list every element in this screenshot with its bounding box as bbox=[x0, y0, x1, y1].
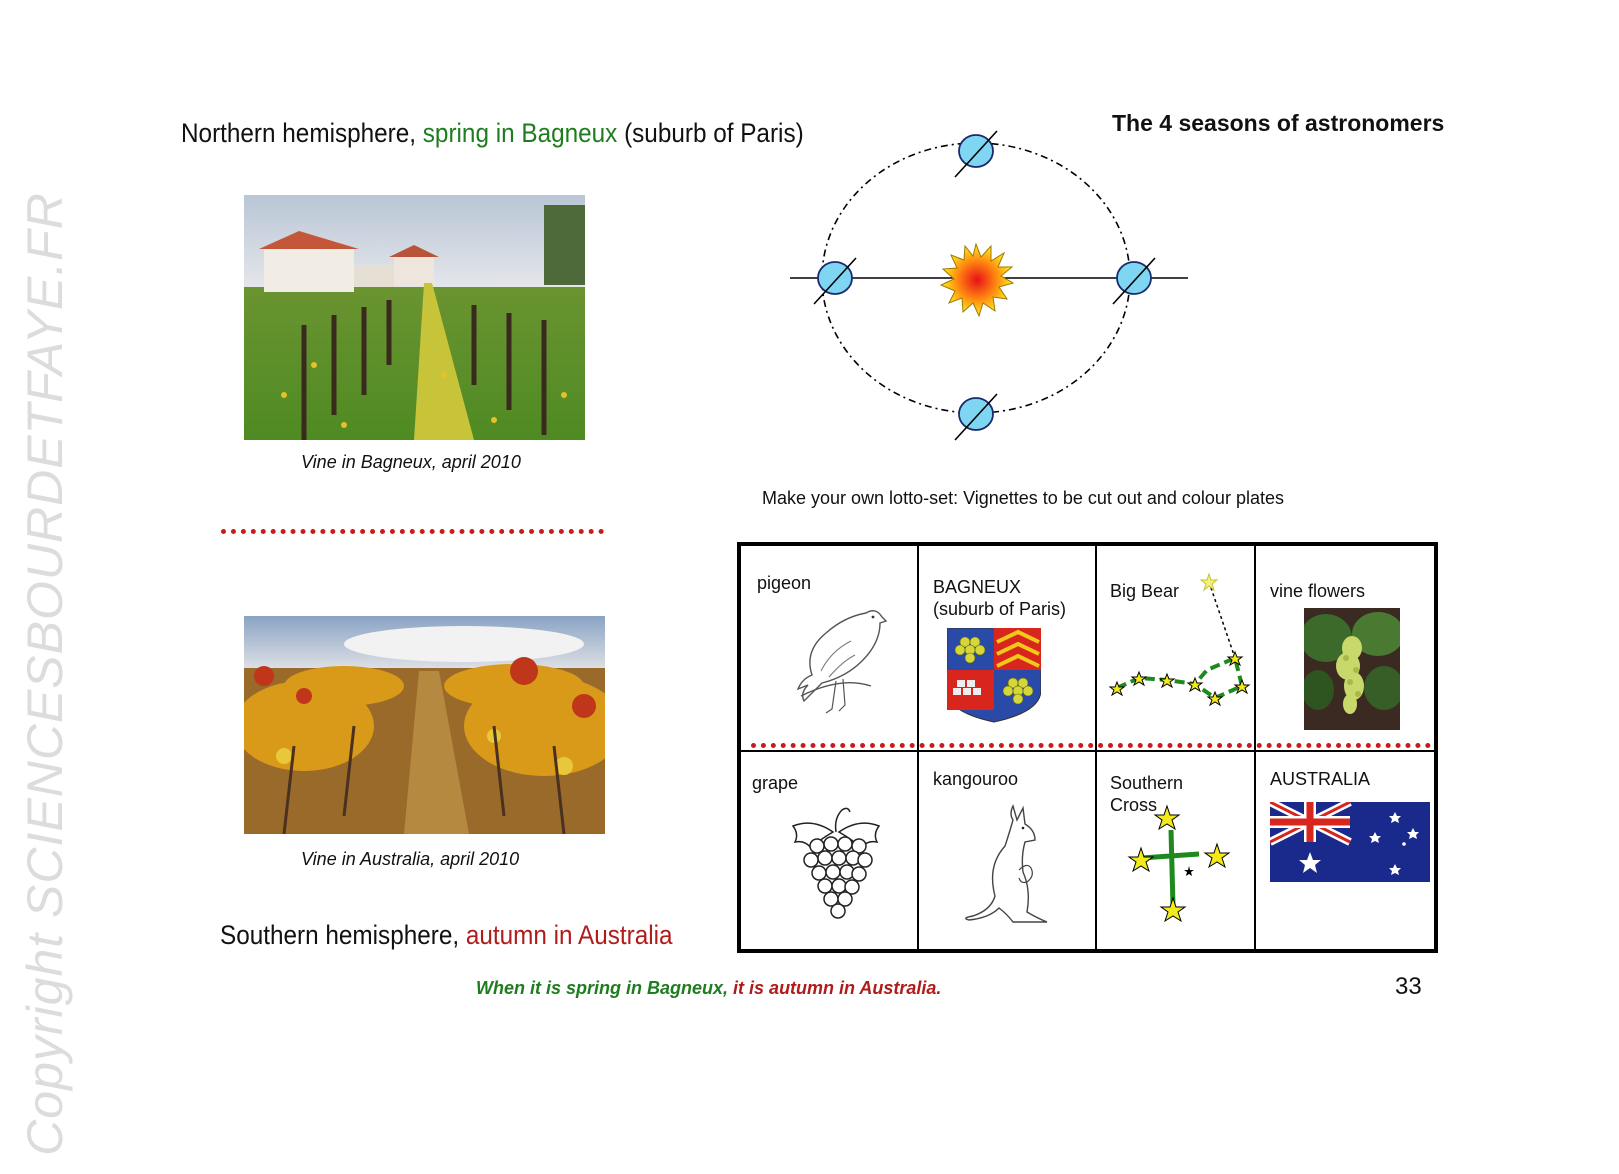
grape-icon bbox=[791, 807, 881, 919]
cut-line bbox=[751, 743, 1431, 748]
orbit-diagram bbox=[790, 130, 1188, 441]
sun-icon bbox=[939, 242, 1015, 318]
north-heading-prefix: Northern hemisphere, bbox=[181, 118, 423, 148]
footer-comma: , bbox=[723, 978, 734, 998]
south-heading: Southern hemisphere, autumn in Australia bbox=[220, 920, 673, 951]
lotto-note: Make your own lotto-set: Vignettes to be… bbox=[762, 488, 1284, 508]
lotto-label: grape bbox=[752, 773, 799, 793]
cut-line bbox=[221, 529, 604, 534]
lotto-label: kangouroo bbox=[933, 769, 1019, 789]
lotto-label: AUSTRALIA bbox=[1270, 769, 1371, 789]
page-number: 33 bbox=[1395, 973, 1422, 1000]
copyright-watermark: Copyright SCIENCESBOURDETFAYE.FR bbox=[17, 192, 73, 1156]
earth-icon bbox=[1112, 257, 1156, 305]
lotto-label: vine flowers bbox=[1270, 581, 1366, 601]
south-heading-autumn: autumn in Australia bbox=[465, 920, 673, 950]
lotto-cell-bagneux: BAGNEUX (suburb of Paris) bbox=[919, 546, 1095, 750]
earth-icon bbox=[813, 257, 857, 305]
footer-spring: When it is spring in Bagneux bbox=[476, 978, 724, 998]
southern-cross-icon bbox=[1127, 804, 1231, 923]
footer-autumn: it is autumn in Australia. bbox=[733, 978, 942, 998]
kangaroo-icon bbox=[965, 804, 1048, 923]
vine-flowers-icon bbox=[1304, 608, 1400, 730]
lotto-cell-grape: grape bbox=[741, 752, 917, 949]
lotto-label: Big Bear bbox=[1110, 581, 1180, 601]
coat-of-arms-icon bbox=[947, 628, 1041, 723]
north-photo-caption: Vine in Bagneux, april 2010 bbox=[301, 452, 521, 472]
pigeon-icon bbox=[796, 610, 888, 714]
lotto-label: Southern Cross bbox=[1110, 773, 1184, 815]
big-dipper-icon bbox=[1108, 572, 1251, 707]
lotto-label: BAGNEUX (suburb of Paris) bbox=[933, 577, 1067, 619]
lotto-cell-vine-flowers: vine flowers bbox=[1256, 546, 1438, 750]
lotto-cell-australia: AUSTRALIA bbox=[1256, 752, 1438, 949]
vine-bagneux-photo bbox=[244, 195, 585, 440]
lotto-cell-kangaroo: kangouroo bbox=[919, 752, 1095, 949]
grid-divider bbox=[741, 750, 1434, 752]
north-heading-spring: spring in Bagneux bbox=[422, 118, 618, 148]
north-heading: Northern hemisphere, spring in Bagneux (… bbox=[181, 118, 804, 149]
north-heading-suffix: (suburb of Paris) bbox=[617, 118, 804, 148]
page-title: The 4 seasons of astronomers bbox=[1112, 110, 1445, 136]
lotto-label: pigeon bbox=[757, 573, 812, 593]
lotto-cell-pigeon: pigeon bbox=[741, 546, 917, 750]
earth-icon bbox=[954, 393, 998, 441]
south-heading-prefix: Southern hemisphere, bbox=[220, 920, 466, 950]
australian-flag-icon bbox=[1270, 802, 1430, 882]
footer-sentence: When it is spring in Bagneux, it is autu… bbox=[476, 978, 941, 999]
lotto-cell-southern-cross: Southern Cross bbox=[1097, 752, 1254, 949]
lotto-grid: pigeon BAGNEUX (suburb of Paris) Big Bea… bbox=[737, 542, 1438, 953]
lotto-cell-big-bear: Big Bear bbox=[1097, 546, 1254, 750]
vine-australia-photo bbox=[244, 616, 605, 834]
earth-icon bbox=[954, 130, 998, 178]
south-photo-caption: Vine in Australia, april 2010 bbox=[301, 849, 520, 869]
